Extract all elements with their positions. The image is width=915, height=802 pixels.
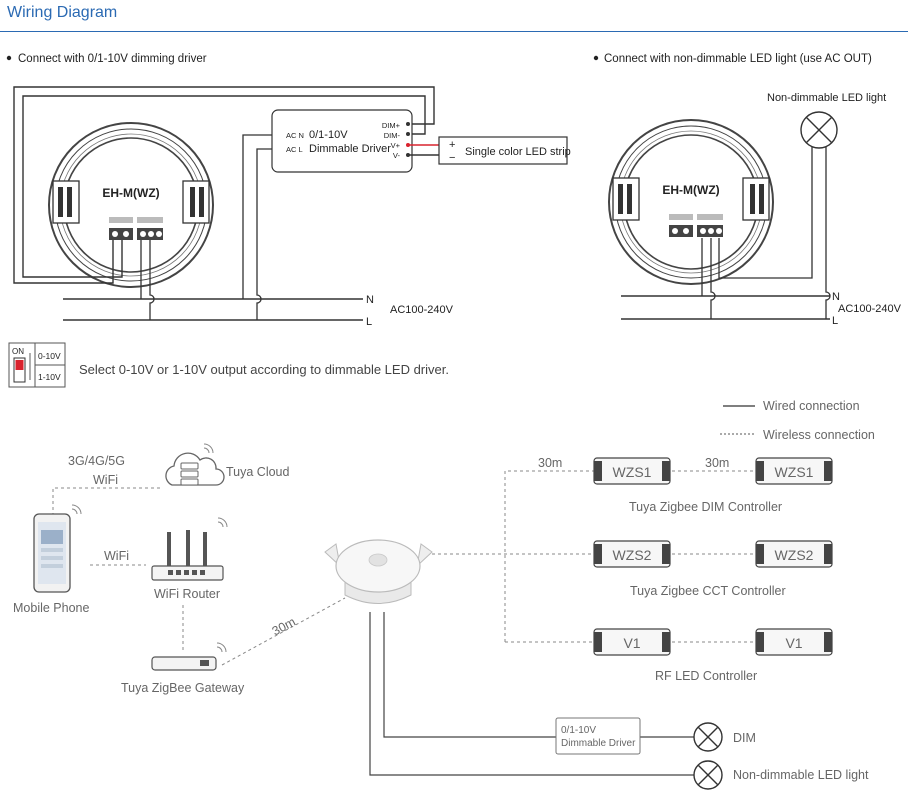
dimmable-driver-box: [271, 109, 413, 173]
eh-m-device-left: [48, 122, 214, 288]
left-n-label: N: [366, 294, 374, 306]
wzs1-label-a: WZS1: [613, 464, 652, 480]
driver-v-minus: V-: [393, 151, 401, 160]
legend: Wired connection Wireless connection: [720, 399, 875, 442]
driver-dim-plus: DIM+: [382, 121, 401, 130]
switch-on-label: ON: [12, 347, 24, 356]
ctrl-distance-1: 30m: [538, 456, 562, 470]
output-driver-box: [555, 717, 641, 755]
net-label-2: WiFi: [93, 473, 118, 487]
cloud-label: Tuya Cloud: [226, 465, 290, 479]
right-heading: Connect with non-dimmable LED light (use…: [604, 53, 872, 65]
left-l-label: L: [366, 316, 372, 328]
v1-label-b: V1: [785, 635, 802, 651]
led-strip-box: [438, 136, 568, 165]
zigbee-gateway-icon: [151, 642, 227, 671]
right-wiring: Connect with non-dimmable LED light (use…: [593, 53, 902, 327]
left-wiring: Connect with 0/1-10V dimming driver EH-M…: [6, 53, 571, 328]
tuya-cloud-icon: [165, 443, 225, 486]
light-label: Non-dimmable LED light: [733, 768, 869, 782]
right-lamp-label: Non-dimmable LED light: [767, 92, 886, 104]
output-driver-line2: Dimmable Driver: [561, 738, 636, 749]
v1-caption: RF LED Controller: [655, 669, 757, 683]
ctrl-distance-2: 30m: [705, 456, 729, 470]
wzs2-caption: Tuya Zigbee CCT Controller: [630, 584, 786, 598]
wzs1-label-b: WZS1: [775, 464, 814, 480]
net-label-1: 3G/4G/5G: [68, 454, 125, 468]
strip-plus: +: [449, 139, 455, 151]
page-title: Wiring Diagram: [7, 4, 118, 21]
right-ac-label: AC100-240V: [838, 303, 902, 315]
router-label: WiFi Router: [154, 587, 220, 601]
right-l-label: L: [832, 315, 838, 327]
driver-dim-minus: DIM-: [384, 131, 401, 140]
strip-minus: −: [449, 152, 455, 164]
dip-switch: ON 0-10V 1-10V Select 0-10V or 1-10V out…: [8, 342, 449, 388]
wzs2-label-a: WZS2: [613, 547, 652, 563]
wzs1-caption: Tuya Zigbee DIM Controller: [629, 500, 782, 514]
dim-lamp-icon: [693, 722, 723, 752]
switch-opt-0-10: 0-10V: [38, 351, 61, 361]
gateway-distance: 30m: [270, 615, 298, 639]
dim-label: DIM: [733, 731, 756, 745]
driver-name-1: 0/1-10V: [309, 129, 348, 141]
outputs: 0/1-10V Dimmable Driver DIM Non-dimmable…: [369, 612, 869, 790]
network: 3G/4G/5G WiFi WiFi 30m Tuya Cloud Mobile…: [13, 443, 346, 695]
eh-m-device-right: [608, 119, 774, 285]
gateway-label: Tuya ZigBee Gateway: [121, 681, 245, 695]
v1-label-a: V1: [623, 635, 640, 651]
title-rule: [0, 31, 908, 32]
mobile-phone-icon: [33, 504, 82, 593]
switch-note: Select 0-10V or 1-10V output according t…: [79, 362, 449, 377]
wifi-label: WiFi: [104, 549, 129, 563]
wifi-router-icon: [151, 517, 228, 581]
controllers: 30m 30m WZS1 WZS1 Tuya Zigbee DIM Contro…: [432, 456, 833, 683]
eh-m-sensor-icon: [324, 539, 433, 604]
left-ac-label: AC100-240V: [390, 304, 454, 316]
non-dimmable-light-icon: [693, 760, 723, 790]
driver-v-plus: V+: [391, 141, 401, 150]
driver-ac-n: AC N: [286, 131, 304, 140]
driver-ac-l: AC L: [286, 145, 303, 154]
switch-opt-1-10: 1-10V: [38, 372, 61, 382]
legend-wired: Wired connection: [763, 399, 860, 413]
wzs2-label-b: WZS2: [775, 547, 814, 563]
phone-label: Mobile Phone: [13, 601, 89, 615]
right-device-label: EH-M(WZ): [662, 183, 719, 197]
right-n-label: N: [832, 291, 840, 303]
left-device-label: EH-M(WZ): [102, 186, 159, 200]
output-driver-line1: 0/1-10V: [561, 725, 596, 736]
legend-wireless: Wireless connection: [763, 428, 875, 442]
strip-label: Single color LED strip: [465, 146, 571, 158]
left-heading: Connect with 0/1-10V dimming driver: [18, 53, 207, 65]
driver-name-2: Dimmable Driver: [309, 143, 391, 155]
